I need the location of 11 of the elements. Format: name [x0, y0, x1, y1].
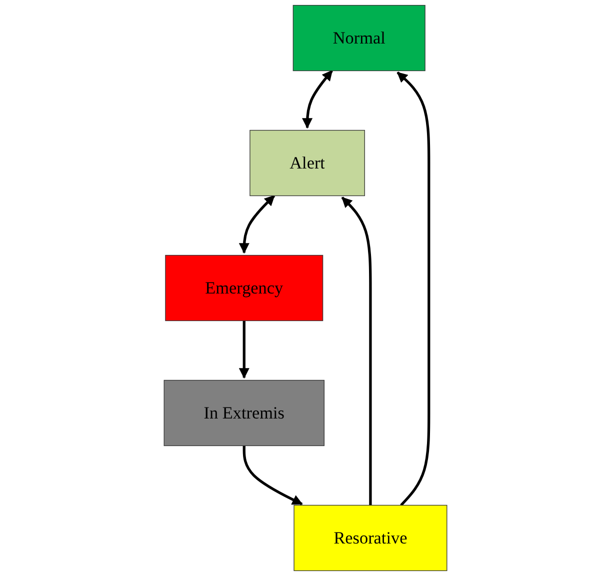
node-box: Resorative	[294, 504, 448, 572]
arrow	[302, 70, 333, 129]
arrow	[238, 320, 250, 379]
arrow	[242, 446, 303, 506]
node-box: Emergency	[165, 254, 324, 322]
arrow	[396, 72, 430, 506]
arrow	[341, 196, 372, 506]
node-box: Normal	[292, 4, 426, 72]
arrow	[238, 194, 276, 254]
node-box: In Extremis	[164, 380, 324, 446]
node-box: Alert	[250, 130, 365, 196]
